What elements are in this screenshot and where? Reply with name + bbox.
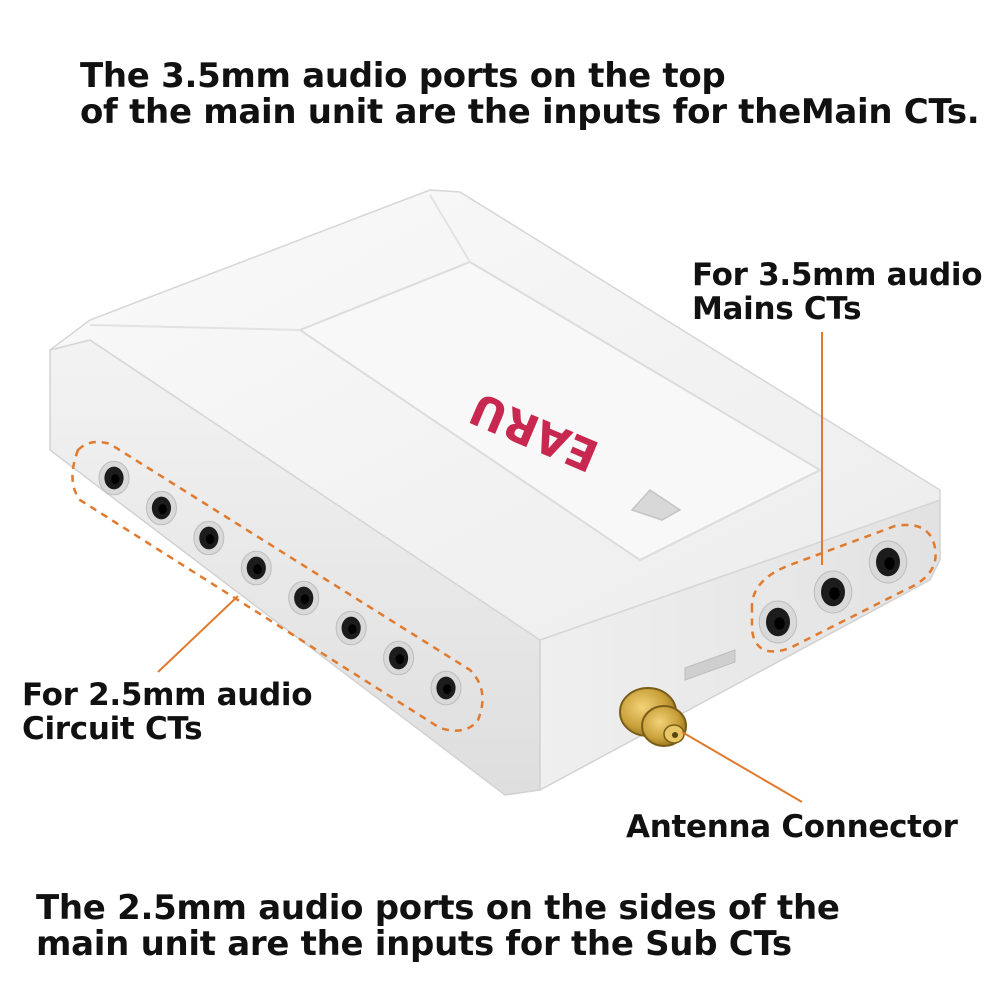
- antenna-connector-label-text: Antenna Connector: [626, 809, 958, 845]
- circuit-port-6: [335, 610, 367, 646]
- antenna-connector-label: Antenna Connector: [626, 810, 958, 844]
- device-body: EARU: [49, 189, 941, 796]
- mains-port-3: [868, 540, 908, 584]
- circuit-port-4: [240, 550, 272, 586]
- mains-port-group: [758, 540, 908, 644]
- circuit-port-7: [383, 640, 415, 676]
- circuit-ct-label-line-1: For 2.5mm audio: [22, 677, 313, 713]
- circuit-ct-label-line-2: Circuit CTs: [22, 711, 203, 747]
- top-caption-line-1: The 3.5mm audio ports on the top: [80, 56, 726, 96]
- mains-ports-highlight: [750, 523, 937, 653]
- card-slot: [684, 649, 736, 681]
- mains-ct-label: For 3.5mm audio Mains CTs: [692, 257, 983, 327]
- device-lid-panel: [297, 260, 823, 562]
- circuit-ct-label: For 2.5mm audio Circuit CTs: [22, 677, 313, 747]
- antenna-leader-line: [681, 731, 803, 803]
- lid-crease: [89, 194, 471, 331]
- circuit-port-8: [430, 670, 462, 706]
- mains-ct-label-line-2: Mains CTs: [692, 291, 862, 327]
- antenna-connector: [619, 687, 687, 747]
- circuit-leader-line: [157, 595, 239, 673]
- bottom-caption-line-2: main unit are the inputs for the Sub CTs: [36, 924, 792, 964]
- mains-ct-label-line-1: For 3.5mm audio: [692, 257, 983, 293]
- circuit-port-2: [145, 490, 177, 526]
- bottom-caption-line-1: The 2.5mm audio ports on the sides of th…: [36, 888, 840, 928]
- mains-port-2: [813, 570, 853, 614]
- top-caption: The 3.5mm audio ports on the top of the …: [80, 56, 980, 132]
- circuit-port-group: [98, 460, 462, 706]
- circuit-ports-highlight: [71, 440, 484, 732]
- circuit-port-1: [98, 460, 130, 496]
- top-caption-line-2: of the main unit are the inputs for theM…: [80, 92, 980, 132]
- mains-port-1: [758, 600, 798, 644]
- circuit-port-5: [288, 580, 320, 616]
- circuit-port-3: [193, 520, 225, 556]
- status-led-icon: [630, 489, 682, 521]
- bottom-caption: The 2.5mm audio ports on the sides of th…: [36, 890, 840, 962]
